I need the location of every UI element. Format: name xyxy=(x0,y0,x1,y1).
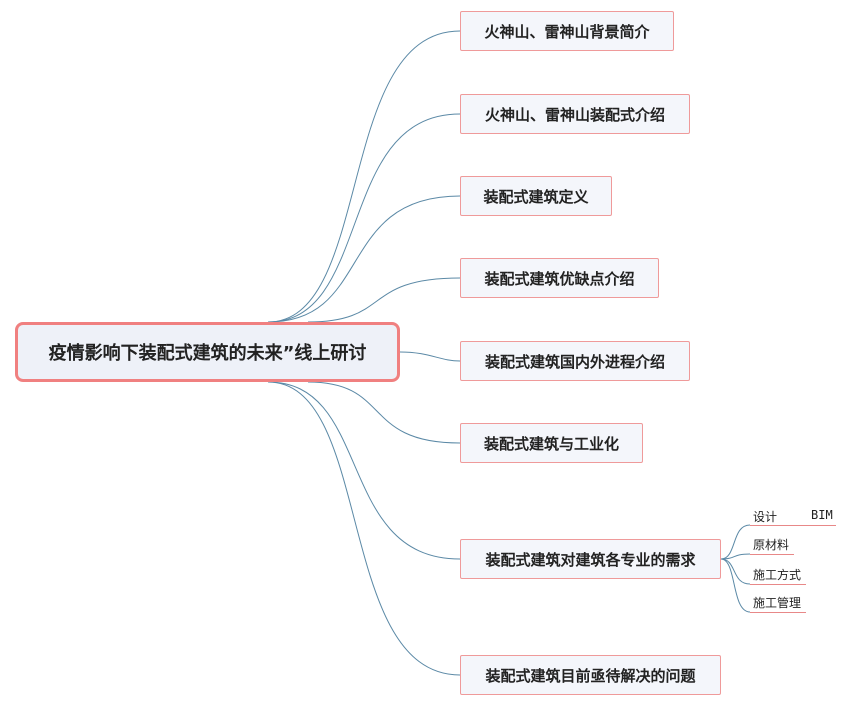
subtopic-underline xyxy=(750,554,794,555)
branch-label: 装配式建筑与工业化 xyxy=(483,434,619,453)
branch-problems[interactable]: 装配式建筑目前亟待解决的问题 xyxy=(460,655,721,695)
branch-prefab-intro[interactable]: 火神山、雷神山装配式介绍 xyxy=(460,94,690,134)
subtopic-connector xyxy=(720,524,751,560)
branch-label: 装配式建筑国内外进程介绍 xyxy=(484,352,665,371)
branch-connector xyxy=(267,381,461,676)
branch-connector xyxy=(267,195,461,323)
root-topic[interactable]: 疫情影响下装配式建筑的未来”线上研讨 xyxy=(15,322,400,382)
branch-label: 火神山、雷神山背景简介 xyxy=(484,22,650,41)
branch-connector xyxy=(267,113,461,323)
subtopic-construction-management[interactable]: 施工管理 xyxy=(753,596,802,610)
subtopic-materials[interactable]: 原材料 xyxy=(753,538,790,552)
branch-disciplines[interactable]: 装配式建筑对建筑各专业的需求 xyxy=(460,539,721,579)
branch-background[interactable]: 火神山、雷神山背景简介 xyxy=(460,11,674,51)
branch-label: 装配式建筑目前亟待解决的问题 xyxy=(485,666,696,685)
branch-definition[interactable]: 装配式建筑定义 xyxy=(460,176,612,216)
subtopic-bim[interactable]: BIM xyxy=(811,508,833,522)
subtopic-connector xyxy=(720,553,751,560)
root-topic-label: 疫情影响下装配式建筑的未来”线上研讨 xyxy=(48,343,367,364)
subtopic-construction-method[interactable]: 施工方式 xyxy=(753,568,802,582)
subtopic-underline xyxy=(808,525,836,526)
branch-progress[interactable]: 装配式建筑国内外进程介绍 xyxy=(460,341,690,381)
branch-connector xyxy=(267,30,461,323)
subtopic-connector xyxy=(720,558,751,613)
subtopic-design[interactable]: 设计 xyxy=(753,510,778,524)
branch-label: 火神山、雷神山装配式介绍 xyxy=(484,105,665,124)
subtopic-underline xyxy=(750,612,806,613)
branch-label: 装配式建筑对建筑各专业的需求 xyxy=(485,550,696,569)
branch-connector xyxy=(307,381,461,444)
branch-connector xyxy=(399,351,461,362)
branch-pros-cons[interactable]: 装配式建筑优缺点介绍 xyxy=(460,258,659,298)
subtopic-connector xyxy=(720,558,751,585)
branch-connector xyxy=(267,381,461,560)
subtopic-underline xyxy=(750,525,808,526)
branch-industrialization[interactable]: 装配式建筑与工业化 xyxy=(460,423,643,463)
branch-connector xyxy=(307,277,461,323)
branch-label: 装配式建筑定义 xyxy=(483,187,589,206)
subtopic-underline xyxy=(750,584,806,585)
branch-label: 装配式建筑优缺点介绍 xyxy=(484,269,635,288)
